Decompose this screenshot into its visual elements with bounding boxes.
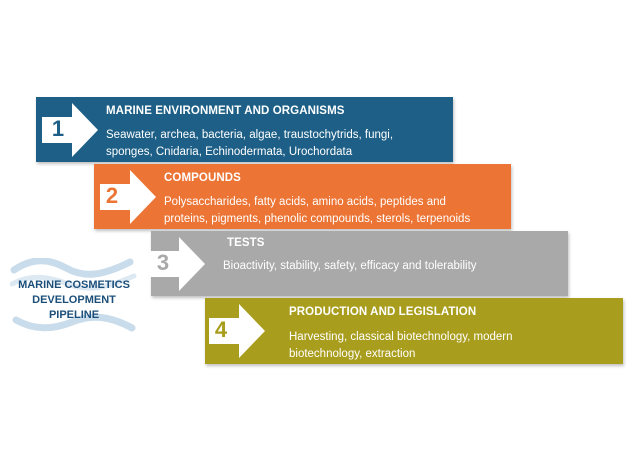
stage-4-block: 4 PRODUCTION AND LEGISLATION Harvesting,… [205, 298, 623, 364]
stage-2-description: Polysaccharides, fatty acids, amino acid… [164, 194, 509, 228]
arrow-right-icon [100, 170, 156, 224]
stage-2-desc-line-1: Polysaccharides, fatty acids, amino acid… [164, 196, 446, 208]
stage-3-description: Bioactivity, stability, safety, efficacy… [223, 258, 563, 275]
pipeline-label-line-2: DEVELOPMENT [32, 294, 116, 306]
stage-4-title: PRODUCTION AND LEGISLATION [289, 306, 477, 318]
stage-3-block: 3 TESTS Bioactivity, stability, safety, … [149, 231, 568, 296]
stage-3-desc-line-1: Bioactivity, stability, safety, efficacy… [223, 260, 477, 272]
pipeline-label-line-1: MARINE COSMETICS [18, 279, 130, 291]
pipeline-label-line-3: PIPELINE [48, 309, 100, 321]
wave-icon [10, 258, 137, 332]
stage-4-number: 4 [214, 317, 228, 342]
stage-1-block: 1 MARINE ENVIRONMENT AND ORGANISMS Seawa… [36, 97, 453, 162]
pipeline-label: MARINE COSMETICS DEVELOPMENT PIPELINE [10, 278, 138, 323]
stage-1-desc-line-2: sponges, Cnidaria, Echinodermata, Urocho… [106, 146, 353, 158]
stage-1-desc-line-1: Seawater, archea, bacteria, algae, traus… [106, 129, 394, 141]
stage-1-number: 1 [51, 116, 65, 141]
arrow-right-icon [42, 103, 98, 157]
stage-4-desc-line-1: Harvesting, classical biotechnology, mod… [289, 331, 513, 343]
stage-4-description: Harvesting, classical biotechnology, mod… [289, 329, 614, 363]
stage-3-number: 3 [156, 250, 170, 275]
stage-4-desc-line-2: biotechnology, extraction [289, 348, 416, 360]
stage-2-block: 2 COMPOUNDS Polysaccharides, fatty acids… [94, 164, 511, 229]
arrow-right-icon [209, 304, 265, 358]
arrow-right-icon [149, 237, 205, 291]
stage-2-desc-line-2: proteins, pigments, phenolic compounds, … [164, 213, 471, 225]
stage-3-title: TESTS [227, 237, 265, 249]
stage-2-number: 2 [105, 183, 119, 208]
stage-1-description: Seawater, archea, bacteria, algae, traus… [106, 127, 446, 161]
stage-1-title: MARINE ENVIRONMENT AND ORGANISMS [106, 105, 345, 117]
stage-2-title: COMPOUNDS [164, 172, 241, 184]
pipeline-logo: MARINE COSMETICS DEVELOPMENT PIPELINE [10, 258, 138, 338]
